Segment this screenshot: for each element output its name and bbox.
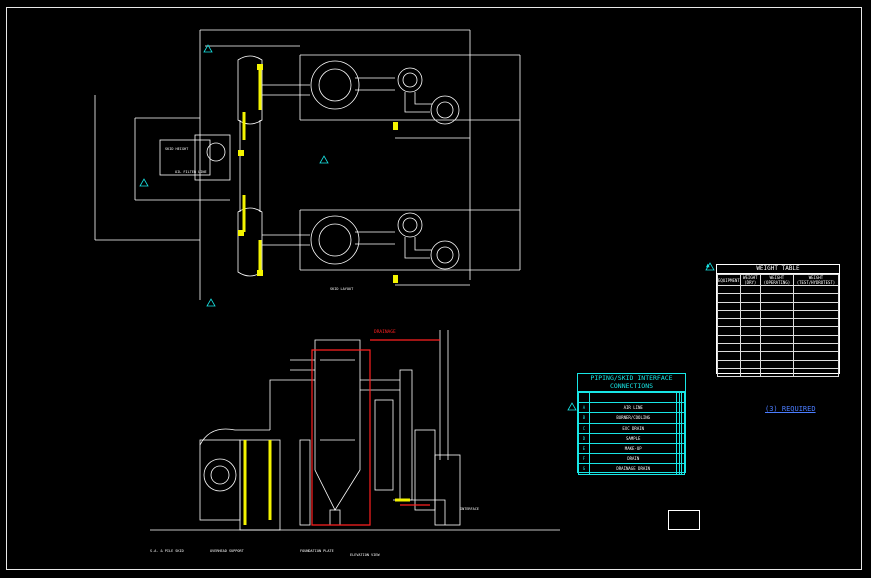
svg-text:FOUNDATION PLATE: FOUNDATION PLATE [300,549,334,553]
weight-header-operating: WEIGHT (OPERATING) [759,274,794,286]
svg-text:OIL FILTER LINE: OIL FILTER LINE [175,170,207,174]
weight-header-equipment: EQUIPMENT [717,274,741,286]
weight-table: WEIGHT TABLE EQUIPMENT WEIGHT (DRY) WEIG… [716,264,840,378]
svg-text:OVERHEAD SUPPORT: OVERHEAD SUPPORT [210,549,245,553]
weight-table-grid: EQUIPMENT WEIGHT (DRY) WEIGHT (OPERATING… [717,274,840,378]
drainage-label: DRAINAGE [374,330,396,335]
piping-table-title: PIPING/SKID INTERFACE CONNECTIONS [578,374,685,392]
svg-text:SKID HEIGHT: SKID HEIGHT [165,147,189,151]
sheet-border [6,7,862,570]
svg-text:S.A. & PILE SKID: S.A. & PILE SKID [150,549,184,553]
svg-text:INTERFACE: INTERFACE [460,507,479,511]
weight-header-dry: WEIGHT (DRY) [739,274,761,286]
required-note: (3) REQUIRED [765,405,816,413]
weight-table-title: WEIGHT TABLE [717,265,839,274]
svg-text:ELEVATION VIEW: ELEVATION VIEW [350,553,380,557]
svg-text:SKID LAYOUT: SKID LAYOUT [330,287,354,291]
weight-header-test: WEIGHT (TEST/HYDROTEST) [792,274,840,286]
revision-block [668,510,700,530]
revision-triangle-icon: ▲ [706,262,710,269]
